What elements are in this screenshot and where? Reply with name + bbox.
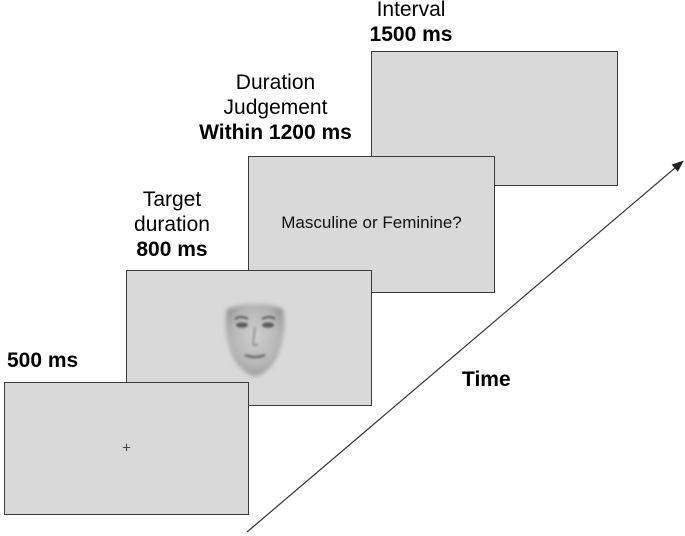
judgement-question: Masculine or Feminine? (281, 213, 462, 232)
judgement-title-line-1: Duration (235, 71, 316, 94)
interval-title: Interval (376, 0, 446, 21)
interval-duration: 1500 ms (369, 22, 453, 46)
target-duration: 800 ms (136, 237, 208, 261)
fixation-screen: + (4, 382, 249, 515)
target-label: Target duration 800 ms (97, 188, 247, 262)
time-axis-label: Time (462, 368, 511, 391)
target-title-line-1: Target (142, 188, 202, 211)
fixation-cross: + (122, 439, 131, 456)
fixation-duration: 500 ms (7, 349, 79, 372)
judgement-duration: Within 1200 ms (199, 120, 352, 144)
interval-label: Interval 1500 ms (356, 0, 466, 48)
judgement-title-line-2: Judgement (223, 95, 328, 119)
blurred-face-image (226, 304, 284, 376)
judgement-label: Duration Judgement Within 1200 ms (188, 71, 363, 145)
target-title-line-2: duration (134, 212, 210, 236)
fixation-label: 500 ms (7, 349, 78, 374)
